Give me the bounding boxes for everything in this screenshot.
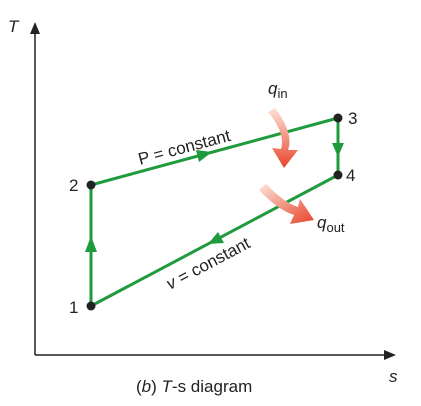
arrow-4-1 xyxy=(208,232,224,244)
heat-in-symbol: q xyxy=(268,79,278,98)
heat-out-symbol: q xyxy=(317,213,327,232)
heat-out-label: qout xyxy=(317,213,345,235)
caption-part-letter: b xyxy=(142,377,151,396)
caption-open-paren: ( xyxy=(136,377,142,396)
s-axis-label: s xyxy=(389,367,398,386)
heat-in-label: qin xyxy=(268,79,288,101)
point-2-dot xyxy=(86,180,96,190)
heat-out-arrow xyxy=(259,184,314,224)
s-axis-arrowhead xyxy=(384,350,396,360)
point-1-dot xyxy=(86,301,96,311)
heat-in-subscript: in xyxy=(277,86,287,101)
point-3-label: 3 xyxy=(348,109,357,128)
point-1-label: 1 xyxy=(69,298,78,317)
caption-close-paren: ) xyxy=(151,377,157,396)
arrow-1-2 xyxy=(85,236,97,252)
t-axis-label: T xyxy=(8,17,20,36)
figure-caption: (b) T-s diagram xyxy=(136,377,252,396)
constant-pressure-label: P = constant xyxy=(136,126,233,169)
point-2-label: 2 xyxy=(69,176,78,195)
arrow-3-4 xyxy=(332,143,344,157)
point-4-label: 4 xyxy=(346,166,355,185)
point-4-dot xyxy=(333,170,343,180)
heat-out-subscript: out xyxy=(326,220,344,235)
heat-in-arrow xyxy=(268,108,298,168)
arrow-2-3 xyxy=(196,150,212,162)
caption-text: T-s diagram xyxy=(157,377,252,396)
t-axis-arrowhead xyxy=(30,22,40,34)
process-2-3 xyxy=(90,116,339,187)
point-3-dot xyxy=(333,113,343,123)
